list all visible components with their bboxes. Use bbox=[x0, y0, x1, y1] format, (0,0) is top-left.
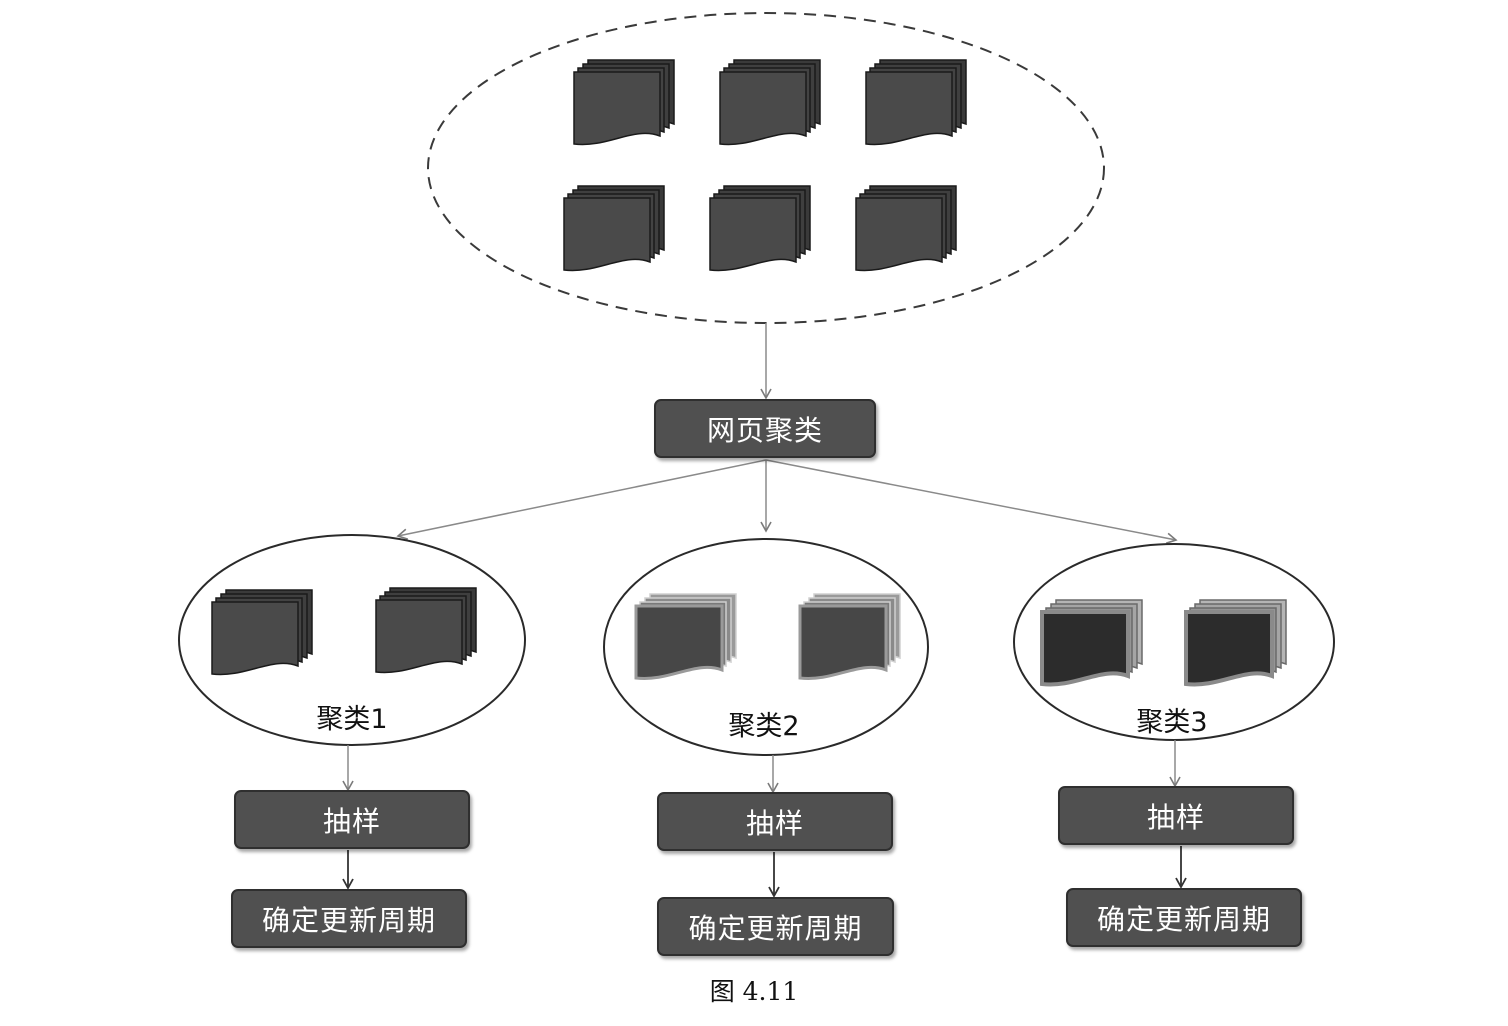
document-stack-icon bbox=[563, 185, 665, 272]
cluster-2-ellipse bbox=[603, 538, 929, 756]
web-page-clustering-node: 网页聚类 bbox=[654, 399, 876, 458]
cluster-3-label: 聚类3 bbox=[1136, 707, 1208, 738]
determine-update-period-node-3: 确定更新周期 bbox=[1066, 888, 1302, 947]
cluster-3-ellipse bbox=[1013, 543, 1335, 741]
cluster-1-label: 聚类1 bbox=[316, 704, 388, 735]
document-stack-icon bbox=[719, 59, 821, 146]
sample-node-2: 抽样 bbox=[657, 792, 893, 851]
arrow-to-cluster-1 bbox=[396, 459, 767, 540]
document-stack-icon bbox=[573, 59, 675, 146]
document-stack-icon bbox=[709, 185, 811, 272]
document-stack-icon bbox=[1184, 598, 1288, 687]
sample-node-3: 抽样 bbox=[1058, 786, 1294, 845]
document-stack-icon bbox=[798, 592, 902, 680]
determine-update-period-node-2: 确定更新周期 bbox=[657, 897, 894, 956]
figure-caption: 图 4.11 bbox=[709, 977, 799, 1006]
determine-update-period-node-1: 确定更新周期 bbox=[231, 889, 467, 948]
document-stack-icon bbox=[634, 592, 738, 680]
arrow-to-cluster-3 bbox=[765, 459, 1178, 544]
document-stack-icon bbox=[855, 185, 957, 272]
document-stack-icon bbox=[865, 59, 967, 146]
document-stack-icon bbox=[1040, 598, 1144, 687]
document-stack-icon bbox=[211, 589, 313, 676]
document-stack-icon bbox=[375, 587, 477, 674]
sample-node-1: 抽样 bbox=[234, 790, 470, 849]
cluster-2-label: 聚类2 bbox=[728, 711, 800, 742]
